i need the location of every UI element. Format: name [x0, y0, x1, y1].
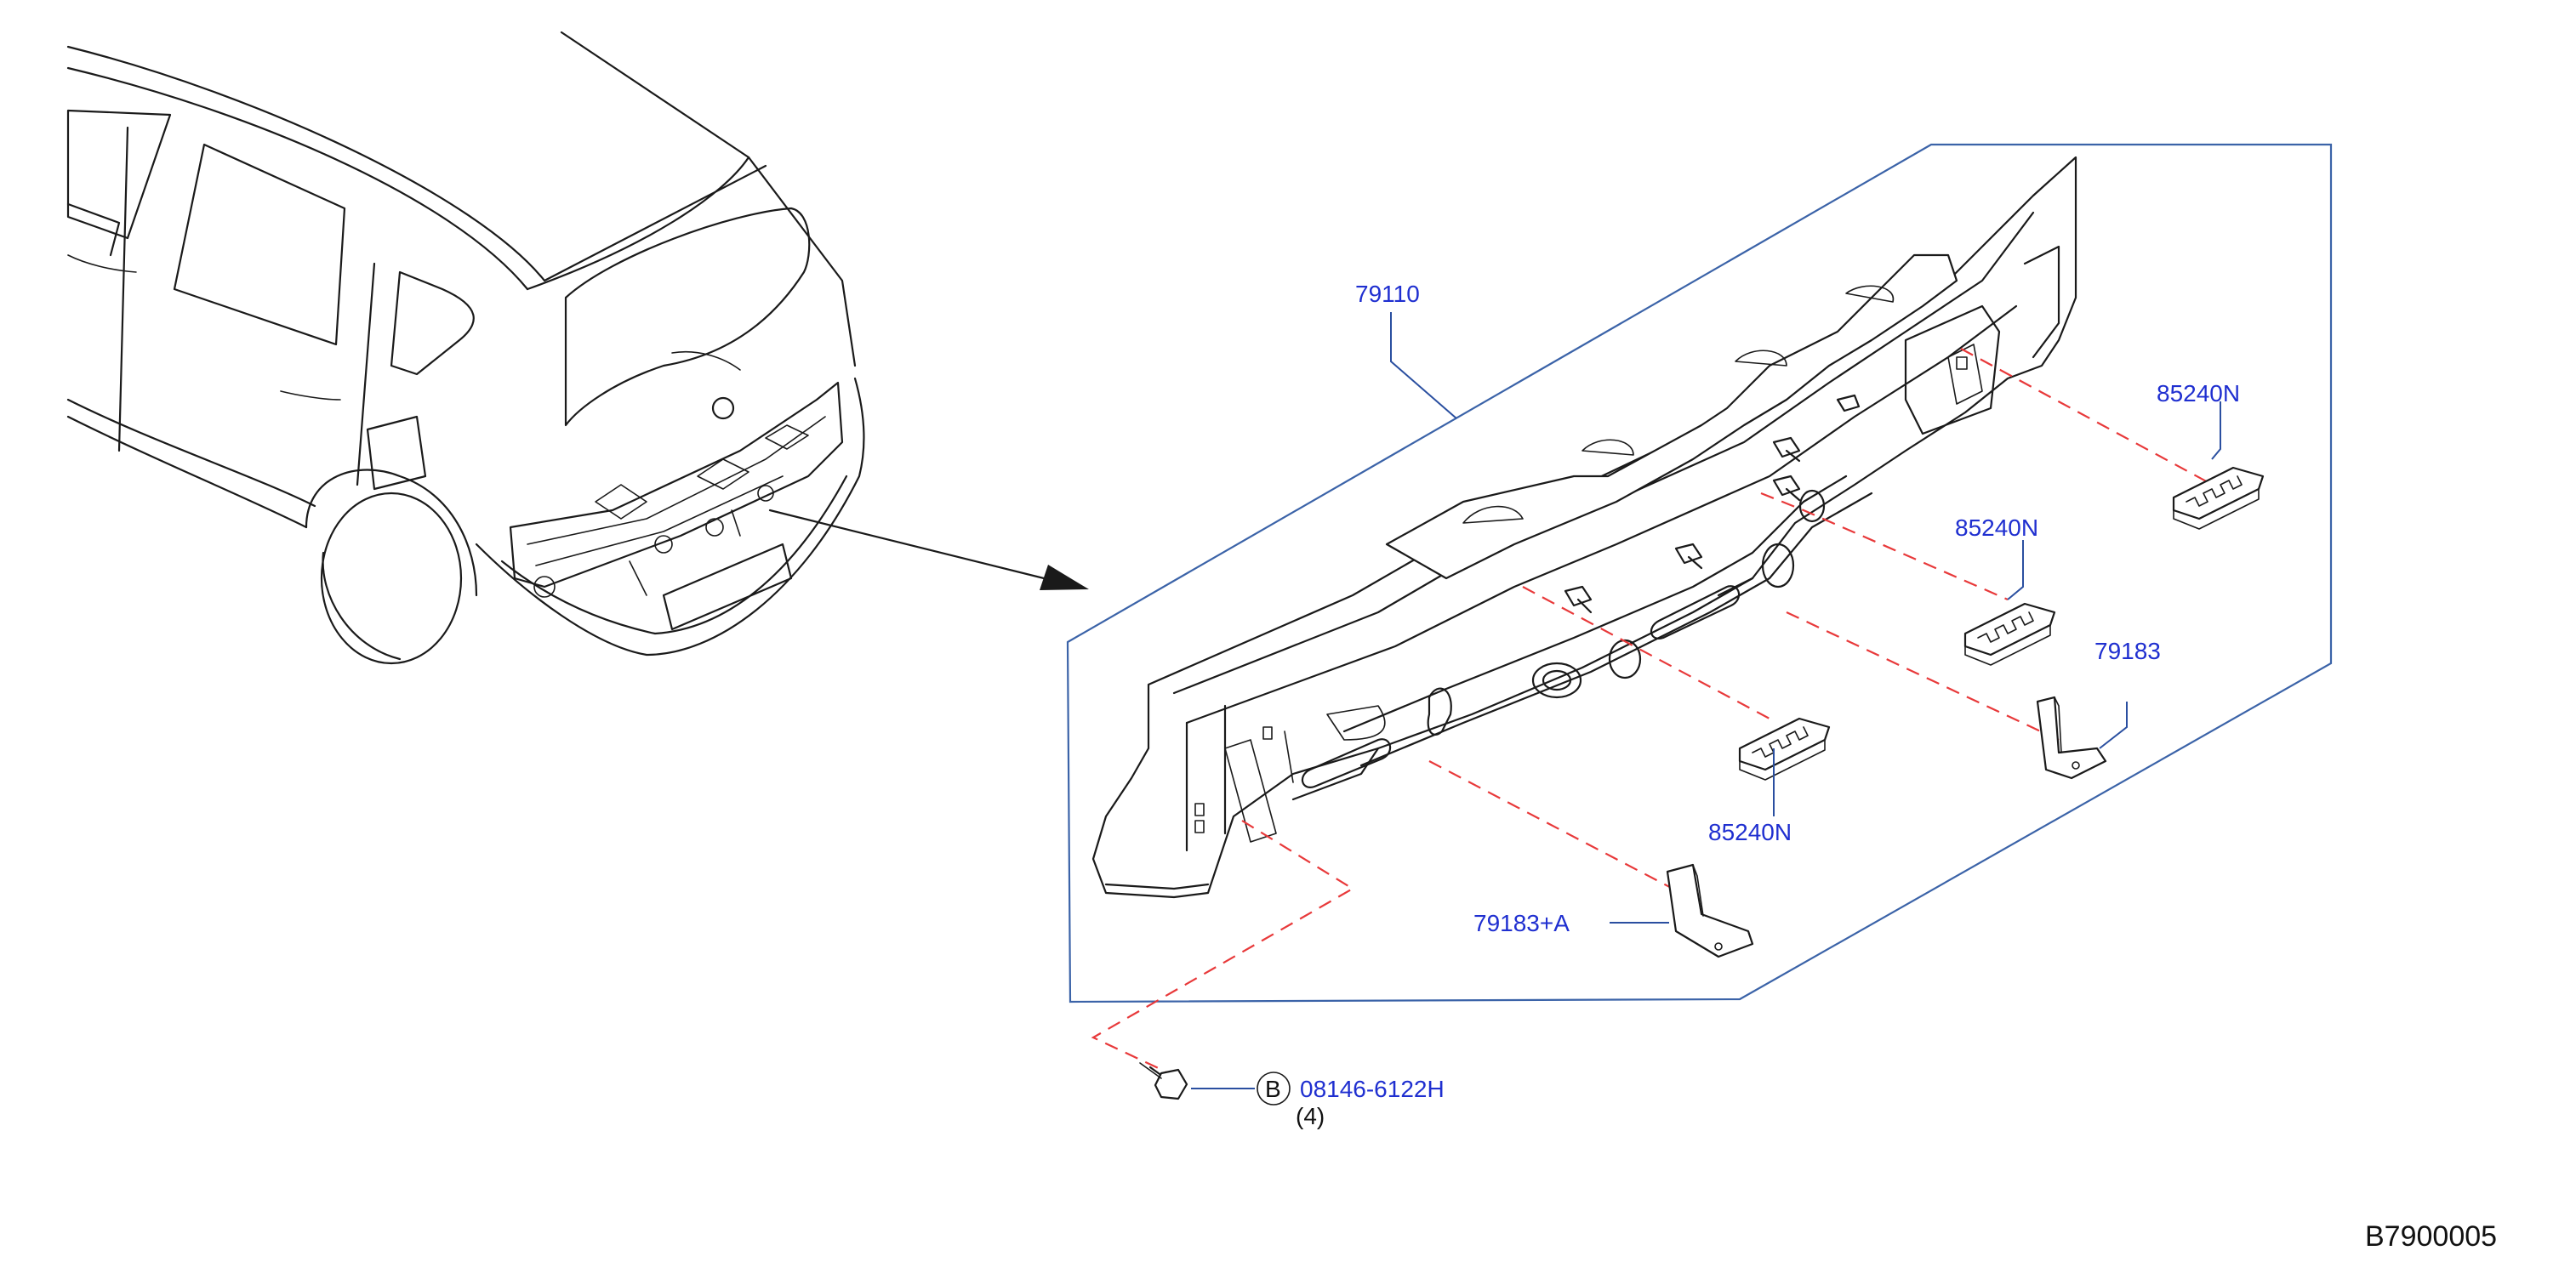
bolt-icon: [1139, 1062, 1188, 1100]
clip-icon: [1738, 466, 2265, 781]
drawing-reference: B7900005: [2365, 1220, 2497, 1253]
label-85240n-upper: 85240N: [2157, 380, 2240, 406]
bolt-marker-circle: [1257, 1072, 1291, 1106]
label-85240n-middle: 85240N: [1955, 514, 2038, 541]
assembly-dashed-lines: [1091, 348, 2221, 1072]
car-outline: [66, 31, 865, 665]
leader-lines: [1191, 312, 2221, 1089]
label-bolt-qty: (4): [1296, 1103, 1325, 1129]
bracket-icon: [1666, 696, 2107, 958]
label-79183a: 79183+A: [1473, 910, 1570, 936]
arrow-icon: [768, 509, 1089, 590]
rear-panel-79110: [1091, 156, 2077, 899]
label-79183: 79183: [2094, 638, 2161, 664]
callout-frame: [1066, 143, 2333, 1003]
label-79110: 79110: [1355, 281, 1420, 307]
bolt-marker-letter: B: [1265, 1076, 1281, 1102]
label-85240n-lower: 85240N: [1708, 819, 1792, 845]
stud-icon: [1564, 394, 1861, 614]
label-bolt-part: 08146-6122H: [1300, 1076, 1445, 1102]
